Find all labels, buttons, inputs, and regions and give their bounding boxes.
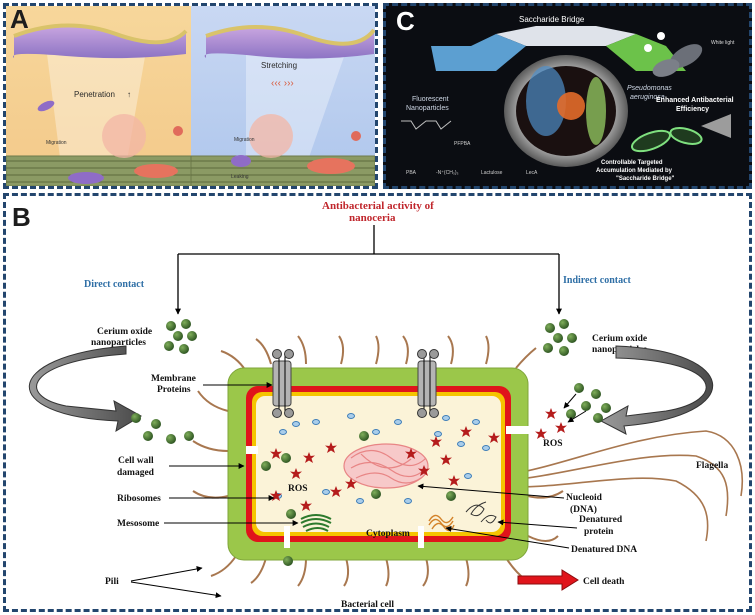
caption-penetration: Penetration (74, 90, 115, 99)
arrow-enhanced (701, 114, 731, 138)
label-bacterial-cell: Bacterial cell (341, 600, 394, 609)
bacteria-white-light (644, 32, 703, 77)
hydrogel-film-right (204, 27, 374, 59)
label-ribosomes: Ribosomes (117, 494, 161, 504)
label-white-light: White light (711, 40, 735, 46)
panel-a: ‹‹‹ ››› Penetration ↑ Stretching Migrati… (3, 3, 378, 189)
cell-death-arrow (517, 569, 579, 591)
panel-a-illustration: ‹‹‹ ››› Penetration ↑ Stretching Migrati… (5, 6, 376, 187)
membrane-protein-1 (272, 349, 294, 418)
label-proteins: Proteins (157, 385, 191, 395)
panel-b: Antibacterial activity of nanoceria Dire… (3, 193, 752, 612)
label-enhanced: Enhanced Antibacterial (656, 97, 734, 104)
label-cerium-left-1: Cerium oxide (97, 327, 152, 337)
title-line2: nanoceria (349, 212, 396, 224)
flagella-lines (500, 430, 743, 542)
curved-arrow-left (28, 345, 142, 433)
label-migration-left: Migration (46, 140, 67, 146)
label-pfpba: PFPBA (454, 141, 471, 147)
label-mesosome: Mesosome (117, 519, 159, 529)
label-flagella: Flagella (696, 461, 728, 471)
ribosomes (274, 413, 490, 504)
label-damaged: damaged (117, 468, 155, 478)
nanoparticle-cluster-left (164, 319, 197, 354)
bacterium-right (231, 155, 251, 167)
label-pseudomonas: Pseudomonas (627, 85, 672, 92)
chem-structure (401, 120, 452, 130)
label-ros-outer: ROS (543, 439, 563, 449)
label-accumulation: Accumulation Mediated by (596, 168, 673, 174)
nanoparticles-right-trail (566, 383, 611, 423)
panel-b-label: B (12, 202, 31, 232)
label-controllable: Controllable Targeted (601, 160, 663, 166)
label-saccharide-bridge: Saccharide Bridge (519, 15, 585, 24)
legend-ammonium: -N⁺(CH₃)₃ (436, 170, 459, 176)
caption-stretching: Stretching (261, 61, 297, 70)
label-dna: (DNA) (570, 504, 597, 515)
label-cytoplasm: Cytoplasm (366, 529, 410, 539)
label-migration-right: Migration (234, 137, 255, 143)
title-line1: Antibacterial activity of (322, 200, 434, 212)
legend-pba: PBA (406, 170, 417, 176)
label-denatured-dna: Denatured DNA (571, 545, 637, 555)
label-nanoparticles: Nanoparticles (406, 105, 449, 112)
magnified-cell-left (102, 114, 146, 158)
label-nucleoid: Nucleoid (566, 493, 603, 503)
host-cell-left (134, 164, 178, 178)
label-denatured-protein-2: protein (584, 527, 614, 537)
panel-c-label: C (396, 6, 415, 36)
bacterium-left (68, 172, 104, 184)
label-denatured-protein-1: Denatured (579, 515, 623, 525)
label-cell-death: Cell death (583, 577, 625, 587)
lecA-star (557, 92, 585, 120)
magnified-cell-right (249, 114, 293, 158)
svg-text:↑: ↑ (127, 90, 131, 99)
label-efficiency: Efficiency (676, 106, 709, 113)
bacterium-small (37, 100, 55, 112)
label-saccharide-bridge-quoted: "Saccharide Bridge" (616, 176, 675, 182)
bacteria-green (631, 127, 703, 153)
mesosome (300, 514, 332, 532)
panel-b-diagram: Antibacterial activity of nanoceria Dire… (28, 200, 743, 610)
nucleoid-dna (343, 443, 429, 489)
label-direct-contact: Direct contact (84, 279, 145, 290)
label-pili: Pili (105, 577, 119, 587)
label-ros-inner: ROS (288, 484, 308, 494)
panel-a-label: A (10, 4, 29, 34)
label-cerium-left-2: nanoparticles (91, 338, 146, 348)
panel-c: Saccharide Bridge Fluorescent Nanopartic… (383, 3, 752, 189)
host-cell-right (307, 158, 355, 174)
label-fluorescent: Fluorescent (412, 96, 449, 103)
nanoparticle-cluster-right (543, 319, 577, 356)
label-indirect-contact: Indirect contact (563, 275, 632, 286)
saccharide-bridge-shape (496, 26, 636, 46)
denatured-protein (465, 501, 497, 524)
legend-leca: LecA (526, 170, 538, 176)
label-aeruginosa: aeruginosa (630, 94, 665, 101)
membrane-protein-2 (417, 349, 439, 418)
panel-c-illustration: Saccharide Bridge Fluorescent Nanopartic… (386, 6, 749, 186)
curved-arrow-right (599, 345, 714, 435)
label-cerium-right-1: Cerium oxide (592, 334, 647, 344)
stretch-arrows: ‹‹‹ ››› (271, 78, 294, 89)
label-membrane: Membrane (151, 374, 196, 384)
legend-lactulose: Lactulose (481, 170, 503, 176)
nanoparticles-inside (261, 431, 456, 566)
nanoparticle-block (431, 34, 526, 71)
label-leaking: Leaking (231, 174, 249, 180)
title-tree-lines (177, 225, 560, 314)
label-cell-wall: Cell wall (118, 456, 154, 466)
hydrogel-film-left (13, 25, 186, 59)
